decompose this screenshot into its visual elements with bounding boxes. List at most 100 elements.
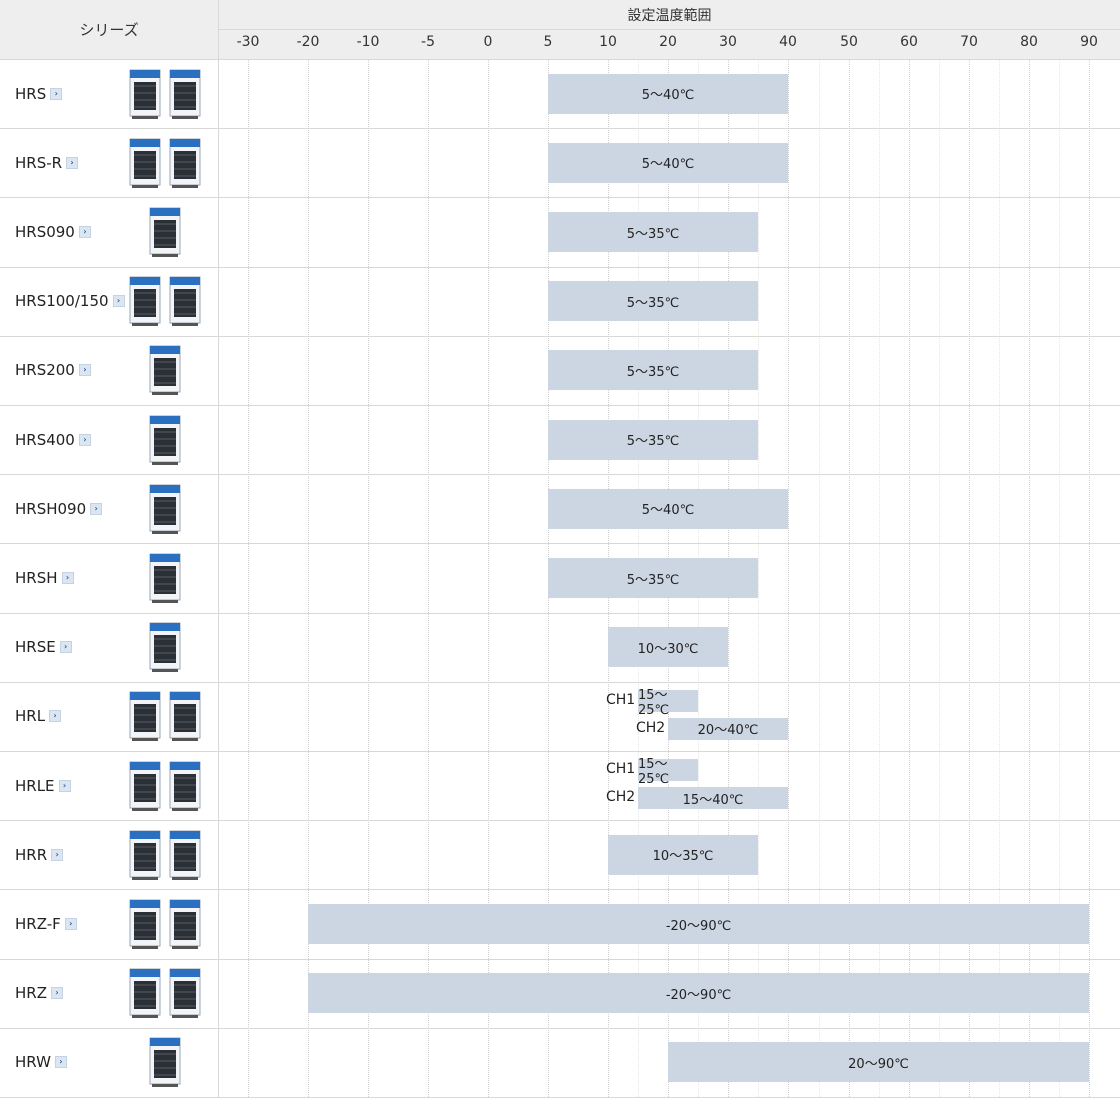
series-name: HRW — [15, 1053, 51, 1072]
chevron-right-icon[interactable]: › — [59, 641, 72, 654]
range-bar: 5～35℃ — [548, 350, 758, 391]
x-tick-label: 40 — [779, 34, 797, 50]
range-bar: 5～40℃ — [548, 142, 788, 183]
series-link[interactable]: HRS200› — [15, 360, 91, 380]
product-image — [126, 965, 206, 1025]
minor-gridline — [999, 60, 1000, 1097]
x-tick-label: 20 — [659, 34, 677, 50]
chevron-right-icon[interactable]: › — [112, 295, 125, 308]
series-name: HRLE — [15, 776, 55, 795]
chevron-right-icon[interactable]: › — [64, 918, 77, 930]
row-divider — [0, 336, 1120, 337]
series-link[interactable]: HRZ› — [15, 983, 63, 1003]
gridline — [248, 60, 249, 1097]
range-label: 20～40℃ — [697, 723, 759, 739]
series-link[interactable]: HRSH› — [15, 568, 74, 588]
series-name: HRSH — [15, 569, 58, 587]
chevron-right-icon[interactable]: › — [90, 502, 103, 515]
range-bar: 15～25℃ — [638, 688, 698, 718]
row-divider — [0, 959, 1120, 960]
range-bar: 5～35℃ — [548, 212, 758, 252]
range-label: 10～35℃ — [652, 849, 714, 865]
gridline — [488, 60, 489, 1097]
series-link[interactable]: HRS› — [15, 84, 63, 104]
series-link[interactable]: HRS090› — [15, 222, 91, 242]
range-bar: 5～40℃ — [548, 73, 788, 114]
x-tick-label: 80 — [1020, 34, 1038, 50]
series-name: HRS100/150 — [15, 292, 109, 311]
range-label: 5～40℃ — [641, 157, 695, 173]
gridline — [969, 60, 970, 1097]
series-link[interactable]: HRZ-F› — [15, 914, 77, 934]
gridline — [1089, 60, 1090, 1097]
range-bar: 5～35℃ — [548, 281, 758, 322]
minor-gridline — [1059, 60, 1060, 1097]
product-image — [126, 827, 206, 887]
range-label: 5～35℃ — [626, 572, 680, 588]
series-link[interactable]: HRLE› — [15, 776, 71, 796]
row-divider — [0, 1028, 1120, 1029]
gridline — [849, 60, 850, 1097]
row-divider — [0, 197, 1120, 198]
chevron-right-icon[interactable]: › — [54, 1056, 67, 1069]
product-image — [146, 204, 186, 264]
range-label: 20～90℃ — [848, 1056, 909, 1072]
range-bar: 20～90℃ — [668, 1042, 1089, 1083]
x-tick-label: 60 — [900, 34, 918, 50]
series-link[interactable]: HRS100/150› — [15, 291, 125, 311]
range-bar: -20～90℃ — [308, 904, 1089, 944]
range-bar: 15～25℃ — [638, 757, 698, 787]
range-label: 15～25℃ — [638, 687, 670, 718]
channel-label: CH1 — [606, 691, 636, 708]
row-divider — [0, 820, 1120, 821]
product-image — [126, 688, 206, 748]
channel-label: CH1 — [606, 761, 636, 777]
range-label: 5～35℃ — [626, 364, 680, 380]
row-divider — [0, 474, 1120, 475]
series-link[interactable]: HRR› — [15, 845, 64, 865]
gridline — [368, 60, 369, 1097]
series-column-divider — [218, 0, 219, 1097]
range-label: 15～25℃ — [638, 757, 670, 787]
minor-gridline — [939, 60, 940, 1097]
series-name: HRS090 — [15, 223, 75, 241]
minor-gridline — [758, 60, 759, 1097]
channel-label: CH2 — [636, 719, 666, 736]
chevron-right-icon[interactable]: › — [61, 572, 74, 584]
range-bar: 10～30℃ — [608, 627, 728, 668]
chevron-right-icon[interactable]: › — [78, 364, 91, 377]
product-image — [146, 342, 186, 402]
range-bar: 10～35℃ — [608, 834, 758, 875]
series-name: HRZ-F — [15, 915, 61, 933]
row-divider — [0, 613, 1120, 614]
chevron-right-icon[interactable]: › — [50, 87, 63, 100]
product-image — [126, 66, 206, 126]
series-name: HRS200 — [15, 361, 75, 380]
range-label: 5～40℃ — [641, 88, 695, 104]
chevron-right-icon[interactable]: › — [66, 156, 79, 169]
gridline — [1029, 60, 1030, 1097]
range-column-header: 設定温度範囲 — [627, 7, 712, 24]
row-divider — [0, 267, 1120, 268]
series-link[interactable]: HRSH090› — [15, 499, 103, 519]
series-link[interactable]: HRSE› — [15, 637, 72, 657]
series-column-header: シリーズ — [79, 21, 139, 39]
product-image — [146, 481, 186, 541]
series-link[interactable]: HRW› — [15, 1052, 67, 1072]
series-link[interactable]: HRL› — [15, 706, 62, 726]
chevron-right-icon[interactable]: › — [50, 987, 63, 1000]
row-divider — [0, 405, 1120, 406]
row-divider — [0, 889, 1120, 890]
series-link[interactable]: HRS400› — [15, 430, 91, 450]
chevron-right-icon[interactable]: › — [49, 710, 62, 723]
product-image — [146, 1034, 186, 1094]
chevron-right-icon[interactable]: › — [51, 848, 64, 861]
series-link[interactable]: HRS-R› — [15, 153, 79, 173]
chevron-right-icon[interactable]: › — [58, 779, 71, 792]
x-tick-label: 10 — [599, 34, 617, 50]
x-tick-label: -30 — [236, 34, 260, 50]
x-tick-label: 0 — [483, 34, 493, 50]
chevron-right-icon[interactable]: › — [78, 433, 91, 446]
chevron-right-icon[interactable]: › — [78, 226, 91, 238]
